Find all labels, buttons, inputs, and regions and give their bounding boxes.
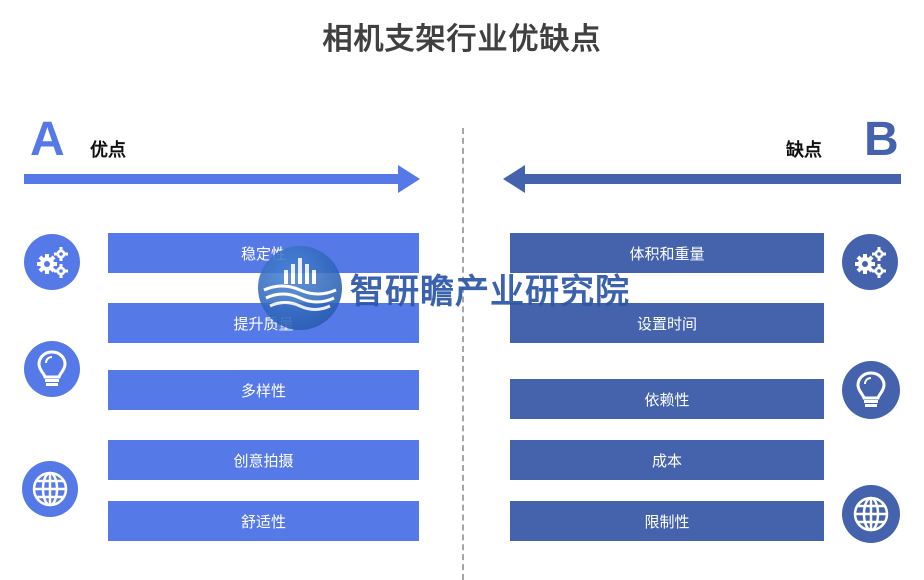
watermark: 智研瞻产业研究院 <box>258 246 658 330</box>
disadvantage-item-size-weight: 体积和重量 <box>510 233 824 273</box>
gears-icon <box>842 234 898 290</box>
watermark-text: 智研瞻产业研究院 <box>350 271 630 312</box>
gears-icon <box>24 234 80 290</box>
advantages-label: 优点 <box>90 140 126 161</box>
lightbulb-icon <box>842 361 900 419</box>
page-title: 相机支架行业优缺点 <box>322 22 602 57</box>
globe-icon <box>842 485 900 543</box>
disadvantages-letter: B <box>864 113 899 166</box>
disadvantage-item-limitation: 限制性 <box>510 501 824 541</box>
advantage-item-comfort: 舒适性 <box>108 501 419 541</box>
globe-icon <box>22 461 78 517</box>
advantage-item-creative: 创意拍摄 <box>108 440 419 480</box>
disadvantages-arrow <box>503 165 901 193</box>
advantages-arrow <box>24 165 420 193</box>
advantages-letter: A <box>30 113 65 166</box>
disadvantage-item-cost: 成本 <box>510 440 824 480</box>
center-divider <box>462 128 464 580</box>
lightbulb-icon <box>24 341 80 397</box>
advantage-item-diversity: 多样性 <box>108 370 419 410</box>
watermark-logo <box>258 246 342 330</box>
disadvantages-label: 缺点 <box>786 140 822 161</box>
disadvantage-item-dependency: 依赖性 <box>510 379 824 419</box>
disadvantage-item-setup-time: 设置时间 <box>510 303 824 343</box>
